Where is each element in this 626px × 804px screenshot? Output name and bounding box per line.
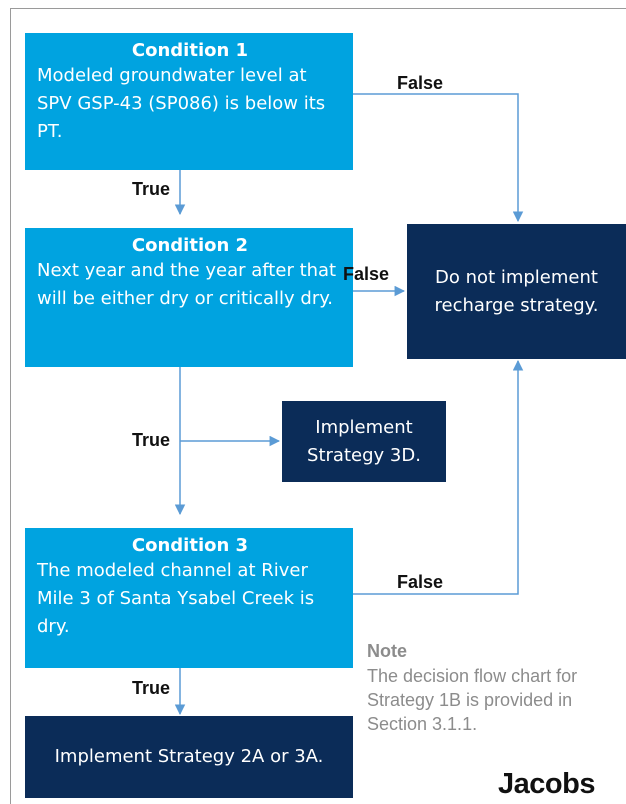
condition-1-box: Condition 1 Modeled groundwater level at… — [25, 33, 353, 170]
jacobs-logo: Jacobs — [498, 768, 595, 800]
note-text: The decision flow chart for Strategy 1B … — [367, 666, 578, 734]
false-label-3: False — [397, 572, 444, 592]
condition-1-title: Condition 1 — [131, 40, 249, 61]
strategy-3d-text: Implement Strategy 3D. — [307, 416, 421, 466]
false-label-2: False — [343, 264, 390, 284]
diagram-frame — [10, 8, 626, 804]
arrow-c1-false — [353, 93, 524, 223]
condition-1-text: Modeled groundwater level at SPV GSP-43 … — [37, 65, 326, 142]
condition-3-title: Condition 3 — [131, 535, 249, 556]
arrow-c3-false — [353, 359, 524, 595]
condition-2-title: Condition 2 — [131, 235, 249, 256]
do-not-implement-text: Do not implement recharge strategy. — [434, 266, 599, 316]
do-not-implement-box: Do not implement recharge strategy. — [407, 224, 626, 359]
note-title: Note — [367, 641, 407, 661]
true-label-1: True — [132, 179, 171, 199]
condition-2-text: Next year and the year after that will b… — [37, 260, 337, 309]
strategy-3d-box: Implement Strategy 3D. — [282, 401, 446, 482]
true-label-2: True — [132, 430, 171, 450]
strategy-2a-3a-text: Implement Strategy 2A or 3A. — [54, 746, 324, 767]
true-label-3: True — [132, 678, 171, 698]
false-label-1: False — [397, 73, 444, 93]
condition-3-text: The modeled channel at River Mile 3 of S… — [37, 560, 315, 637]
condition-2-box: Condition 2 Next year and the year after… — [25, 228, 353, 367]
strategy-2a-3a-box: Implement Strategy 2A or 3A. — [25, 716, 353, 798]
condition-3-box: Condition 3 The modeled channel at River… — [25, 528, 353, 668]
